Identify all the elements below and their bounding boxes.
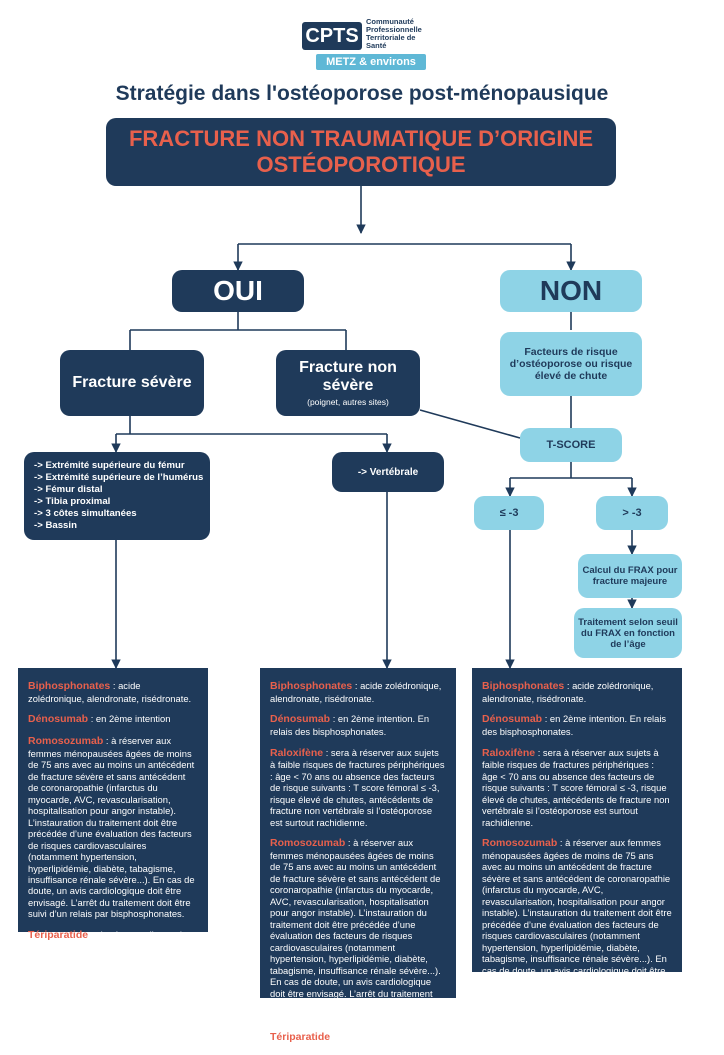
drug-name: Romosozumab: [482, 837, 558, 850]
top-box: FRACTURE NON TRAUMATIQUE D’ORIGINE OSTÉO…: [106, 118, 616, 186]
drug-name: Dénosumab: [270, 713, 331, 726]
drug-name: Tériparatide: [28, 928, 89, 941]
severe-sites-box: -> Extrémité supérieure du fémur -> Extr…: [24, 452, 210, 540]
logo-city: METZ & environs: [316, 54, 426, 70]
drug-name: Dénosumab: [28, 713, 89, 726]
logo: CPTS Communauté Professionnelle Territor…: [302, 18, 426, 74]
site-item: -> Tibia proximal: [34, 495, 111, 507]
fracture-severe-box: Fracture sévère: [60, 350, 204, 416]
oui-box: OUI: [172, 270, 304, 312]
line-nonsevere-tscore: [419, 409, 521, 439]
panel-right: Biphosphonates : acide zolédronique, ale…: [472, 668, 682, 999]
traitement-frax-box: Traitement selon seuil du FRAX en foncti…: [574, 608, 682, 658]
le3-box: ≤ -3: [474, 496, 544, 530]
site-item: -> Extrémité supérieure de l’humérus: [34, 471, 204, 483]
panel-mid: Biphosphonates : acide zolédronique, ale…: [260, 668, 456, 1055]
logo-text: Communauté Professionnelle Territoriale …: [366, 17, 422, 50]
facteurs-box: Facteurs de risque d’ostéoporose ou risq…: [500, 332, 642, 396]
site-item: -> 3 côtes simultanées: [34, 507, 137, 519]
drug-name: Tériparatide: [270, 1030, 331, 1043]
logo-acronym: CPTS: [302, 22, 362, 50]
drug-name: Raloxifène: [270, 746, 324, 759]
frax-box: Calcul du FRAX pour fracture majeure: [578, 554, 682, 598]
flow-connectors: [111, 186, 637, 669]
site-item: -> Extrémité supérieure du fémur: [34, 460, 185, 471]
fracture-non-severe-box: Fracture non sévère (poignet, autres sit…: [276, 350, 420, 416]
drug-name: Biphosphonates: [28, 680, 111, 692]
panel-left: Biphosphonates : acide zolédronique, ale…: [18, 668, 208, 953]
page-title: Stratégie dans l'ostéoporose post-ménopa…: [115, 82, 609, 105]
site-item: -> Bassin: [34, 519, 77, 531]
drug-name: Romosozumab: [28, 735, 104, 748]
top-box-line1: FRACTURE NON TRAUMATIQUE D’ORIGINE: [128, 126, 594, 151]
drug-name: Biphosphonates: [482, 680, 565, 692]
non-box: NON: [500, 270, 642, 312]
drug-name: Biphosphonates: [270, 680, 353, 692]
drug-name: Romosozumab: [270, 837, 346, 850]
gt3-box: > -3: [596, 496, 668, 530]
site-item: -> Fémur distal: [34, 483, 103, 495]
top-box-line2: OSTÉOPOROTIQUE: [256, 152, 466, 177]
tscore-box: T-SCORE: [520, 428, 622, 462]
drug-name: Raloxifène: [482, 746, 536, 759]
drug-name: Dénosumab: [482, 713, 543, 726]
vertebrale-box: -> Vertébrale: [332, 452, 444, 492]
